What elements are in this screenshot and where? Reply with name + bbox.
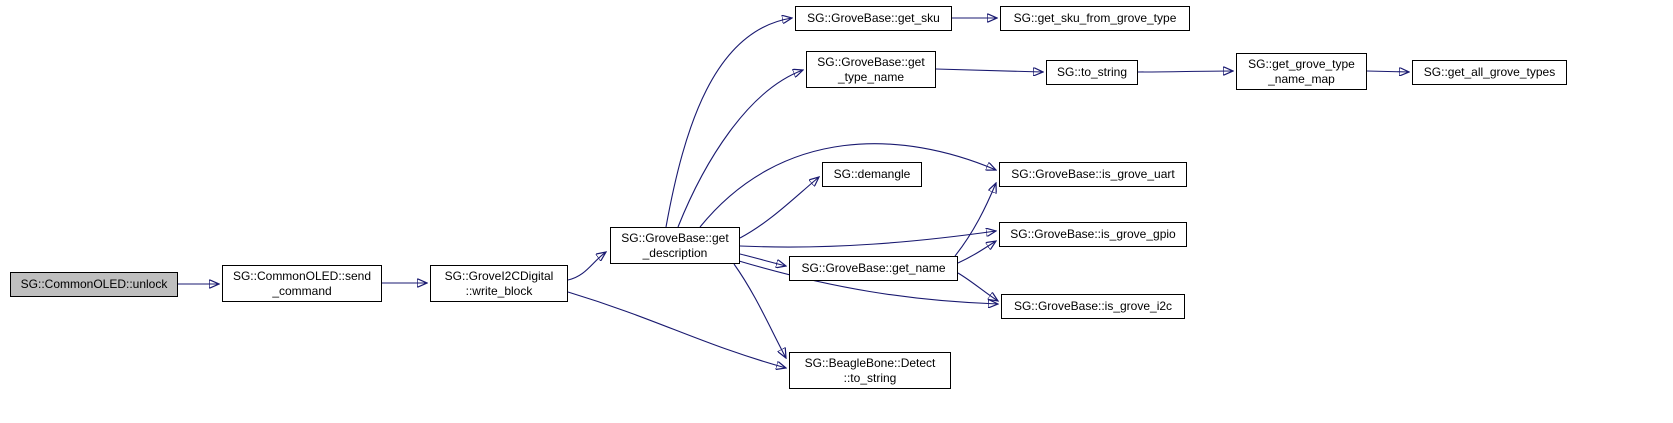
edge-get_name-is_grove_i2c <box>957 272 998 301</box>
node-to-string-label: SG::to_string <box>1056 65 1128 80</box>
node-demangle-label: SG::demangle <box>833 167 911 182</box>
node-get-all-grove-types-label: SG::get_all_grove_types <box>1423 65 1556 80</box>
node-is-grove-i2c-label: SG::GroveBase::is_grove_i2c <box>1013 299 1173 314</box>
node-send-command-label: SG::CommonOLED::send _command <box>232 269 372 298</box>
edge-get_description-get_name <box>739 253 786 266</box>
edge-get_description-get_type_name <box>677 70 803 228</box>
edge-to_string-get_grove_type_name_map <box>1137 71 1233 72</box>
node-get-sku-from-grove-type[interactable]: SG::get_sku_from_grove_type <box>1000 6 1190 31</box>
node-get-description-label: SG::GroveBase::get _description <box>621 231 729 260</box>
edge-get_type_name-to_string <box>935 69 1043 72</box>
node-is-grove-gpio[interactable]: SG::GroveBase::is_grove_gpio <box>999 222 1187 247</box>
edge-get_description-get_sku <box>665 18 792 228</box>
node-is-grove-uart-label: SG::GroveBase::is_grove_uart <box>1011 167 1175 182</box>
node-get-name[interactable]: SG::GroveBase::get_name <box>789 256 958 281</box>
node-detect-to-string-label: SG::BeagleBone::Detect ::to_string <box>804 356 936 385</box>
node-get-sku-label: SG::GroveBase::get_sku <box>807 11 940 26</box>
node-is-grove-gpio-label: SG::GroveBase::is_grove_gpio <box>1010 227 1176 242</box>
node-get-sku-from-grove-type-label: SG::get_sku_from_grove_type <box>1013 11 1177 26</box>
node-get-description[interactable]: SG::GroveBase::get _description <box>610 227 740 264</box>
edge-write_block-detect_to_string <box>567 291 786 368</box>
edge-get_description-is_grove_uart <box>699 143 996 228</box>
node-get-all-grove-types[interactable]: SG::get_all_grove_types <box>1412 60 1567 85</box>
node-unlock: SG::CommonOLED::unlock <box>10 272 178 297</box>
node-get-sku[interactable]: SG::GroveBase::get_sku <box>795 6 952 31</box>
edge-get_description-is_grove_i2c <box>738 260 998 304</box>
node-get-grove-type-name-map-label: SG::get_grove_type _name_map <box>1248 57 1355 86</box>
node-get-grove-type-name-map[interactable]: SG::get_grove_type _name_map <box>1236 53 1367 90</box>
node-get-name-label: SG::GroveBase::get_name <box>801 261 946 276</box>
node-get-type-name[interactable]: SG::GroveBase::get _type_name <box>806 51 936 88</box>
node-write-block-label: SG::GroveI2CDigital ::write_block <box>444 269 554 298</box>
edge-get_description-demangle <box>739 177 819 239</box>
node-send-command[interactable]: SG::CommonOLED::send _command <box>222 265 382 302</box>
node-to-string[interactable]: SG::to_string <box>1046 60 1138 85</box>
edge-get_description-detect_to_string <box>733 263 786 358</box>
edge-get_grove_type_name_map-get_all_grove_types <box>1366 71 1409 72</box>
edge-write_block-get_description <box>567 252 606 281</box>
edge-get_description-is_grove_gpio <box>739 231 996 248</box>
node-detect-to-string[interactable]: SG::BeagleBone::Detect ::to_string <box>789 352 951 389</box>
edge-get_name-is_grove_uart <box>954 183 996 257</box>
node-get-type-name-label: SG::GroveBase::get _type_name <box>817 55 925 84</box>
node-unlock-label: SG::CommonOLED::unlock <box>20 277 168 292</box>
node-is-grove-uart[interactable]: SG::GroveBase::is_grove_uart <box>999 162 1187 187</box>
node-is-grove-i2c[interactable]: SG::GroveBase::is_grove_i2c <box>1001 294 1185 319</box>
node-write-block[interactable]: SG::GroveI2CDigital ::write_block <box>430 265 568 302</box>
edge-get_name-is_grove_gpio <box>957 241 996 264</box>
node-demangle[interactable]: SG::demangle <box>822 162 922 187</box>
